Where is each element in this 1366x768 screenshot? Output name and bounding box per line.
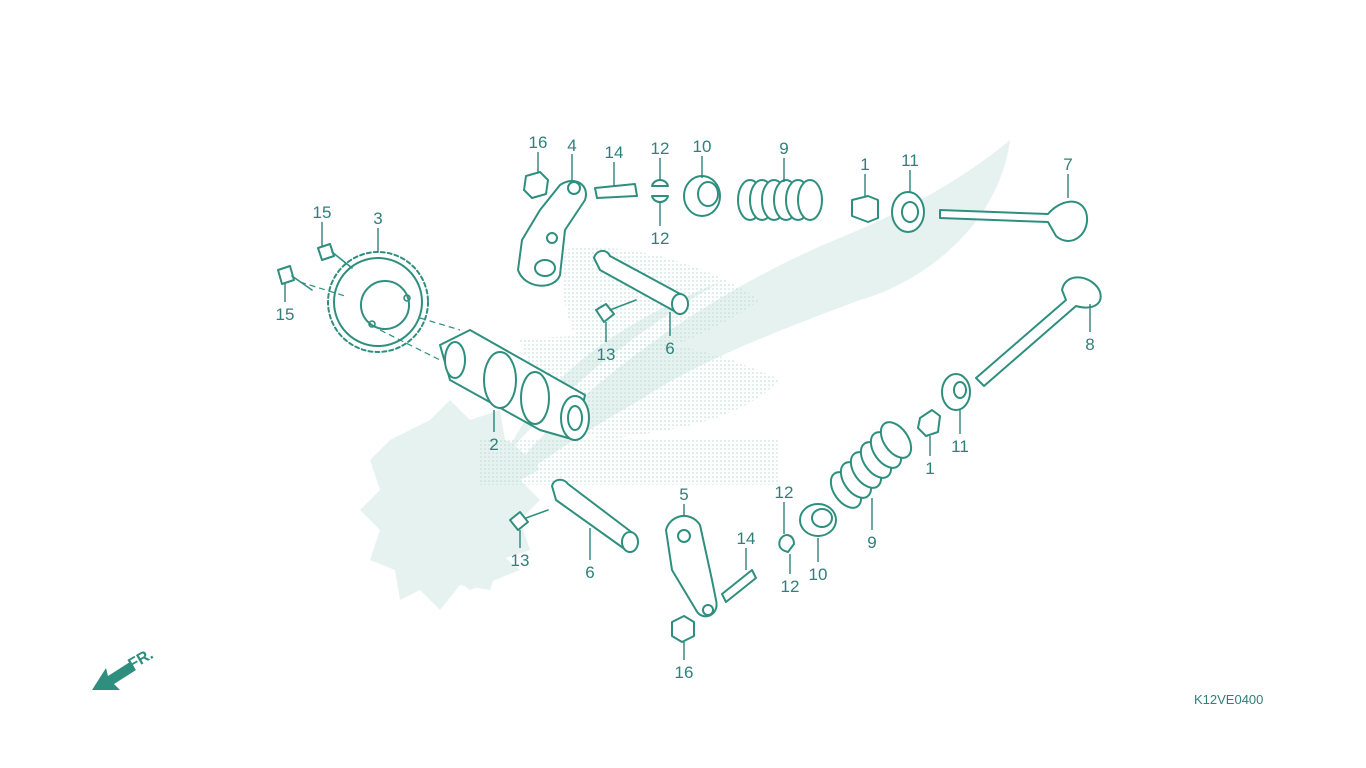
exhaust-valve-icon	[975, 276, 1102, 387]
sprocket-bolt-icon	[317, 243, 353, 269]
valve-spring-icon	[829, 421, 913, 509]
front-direction-arrow-icon: FR.	[92, 646, 156, 690]
drawing-code: K12VE0400	[1194, 692, 1263, 707]
camshaft-sprocket-icon	[327, 251, 429, 353]
rocker-arm-icon	[665, 515, 718, 618]
rocker-shaft-icon	[593, 250, 689, 315]
callout-15: 15	[313, 203, 332, 222]
stem-seal-icon	[851, 195, 879, 223]
callout-11: 11	[951, 437, 969, 456]
rocker-shaft-icon	[551, 478, 639, 553]
callout-15: 15	[276, 305, 295, 324]
callout-16: 16	[675, 663, 694, 682]
callout-14: 14	[605, 143, 624, 162]
callout-7: 7	[1063, 155, 1072, 174]
intake-valve-icon	[939, 200, 1089, 242]
stem-seal-icon	[917, 409, 941, 437]
valve-cotter-icon	[651, 179, 669, 203]
leader-lines	[284, 152, 1091, 660]
callout-12: 12	[651, 139, 670, 158]
rocker-arm-icon	[517, 180, 587, 287]
callout-13: 13	[597, 345, 616, 364]
shaft-bolt-icon	[595, 299, 637, 323]
spring-retainer-icon	[799, 503, 837, 537]
callout-13: 13	[511, 551, 530, 570]
valve-cotter-icon	[778, 534, 795, 553]
callout-9: 9	[867, 533, 876, 552]
callout-4: 4	[567, 136, 576, 155]
callout-2: 2	[489, 435, 498, 454]
sprocket-bolt-icon	[277, 265, 313, 291]
callout-14: 14	[737, 529, 756, 548]
adjusting-screw-icon	[721, 569, 757, 603]
adjusting-screw-icon	[594, 183, 638, 199]
callout-5: 5	[679, 485, 688, 504]
callout-6: 6	[665, 339, 674, 358]
callout-12: 12	[775, 483, 794, 502]
callout-16: 16	[529, 133, 548, 152]
hex-nut-icon	[523, 171, 549, 199]
shaft-bolt-icon	[509, 509, 549, 531]
callout-8: 8	[1085, 335, 1094, 354]
callout-12: 12	[781, 577, 800, 596]
valve-spring-icon	[737, 179, 823, 221]
callout-12: 12	[651, 229, 670, 248]
callout-labels: 16 4 14 12 12 10 9 1 11 7 15 3 15 13 6 8…	[276, 133, 1095, 682]
spring-retainer-icon	[683, 175, 721, 217]
hex-nut-icon	[671, 615, 695, 643]
spring-seat-icon	[891, 191, 925, 233]
callout-9: 9	[779, 139, 788, 158]
camshaft-icon	[439, 329, 590, 441]
watermark-wordmark	[480, 440, 780, 485]
callout-11: 11	[901, 151, 919, 170]
callout-6: 6	[585, 563, 594, 582]
callout-10: 10	[809, 565, 828, 584]
spring-seat-icon	[941, 373, 971, 411]
callout-1: 1	[860, 155, 869, 174]
callout-3: 3	[373, 209, 382, 228]
callout-1: 1	[925, 459, 934, 478]
callout-10: 10	[693, 137, 712, 156]
